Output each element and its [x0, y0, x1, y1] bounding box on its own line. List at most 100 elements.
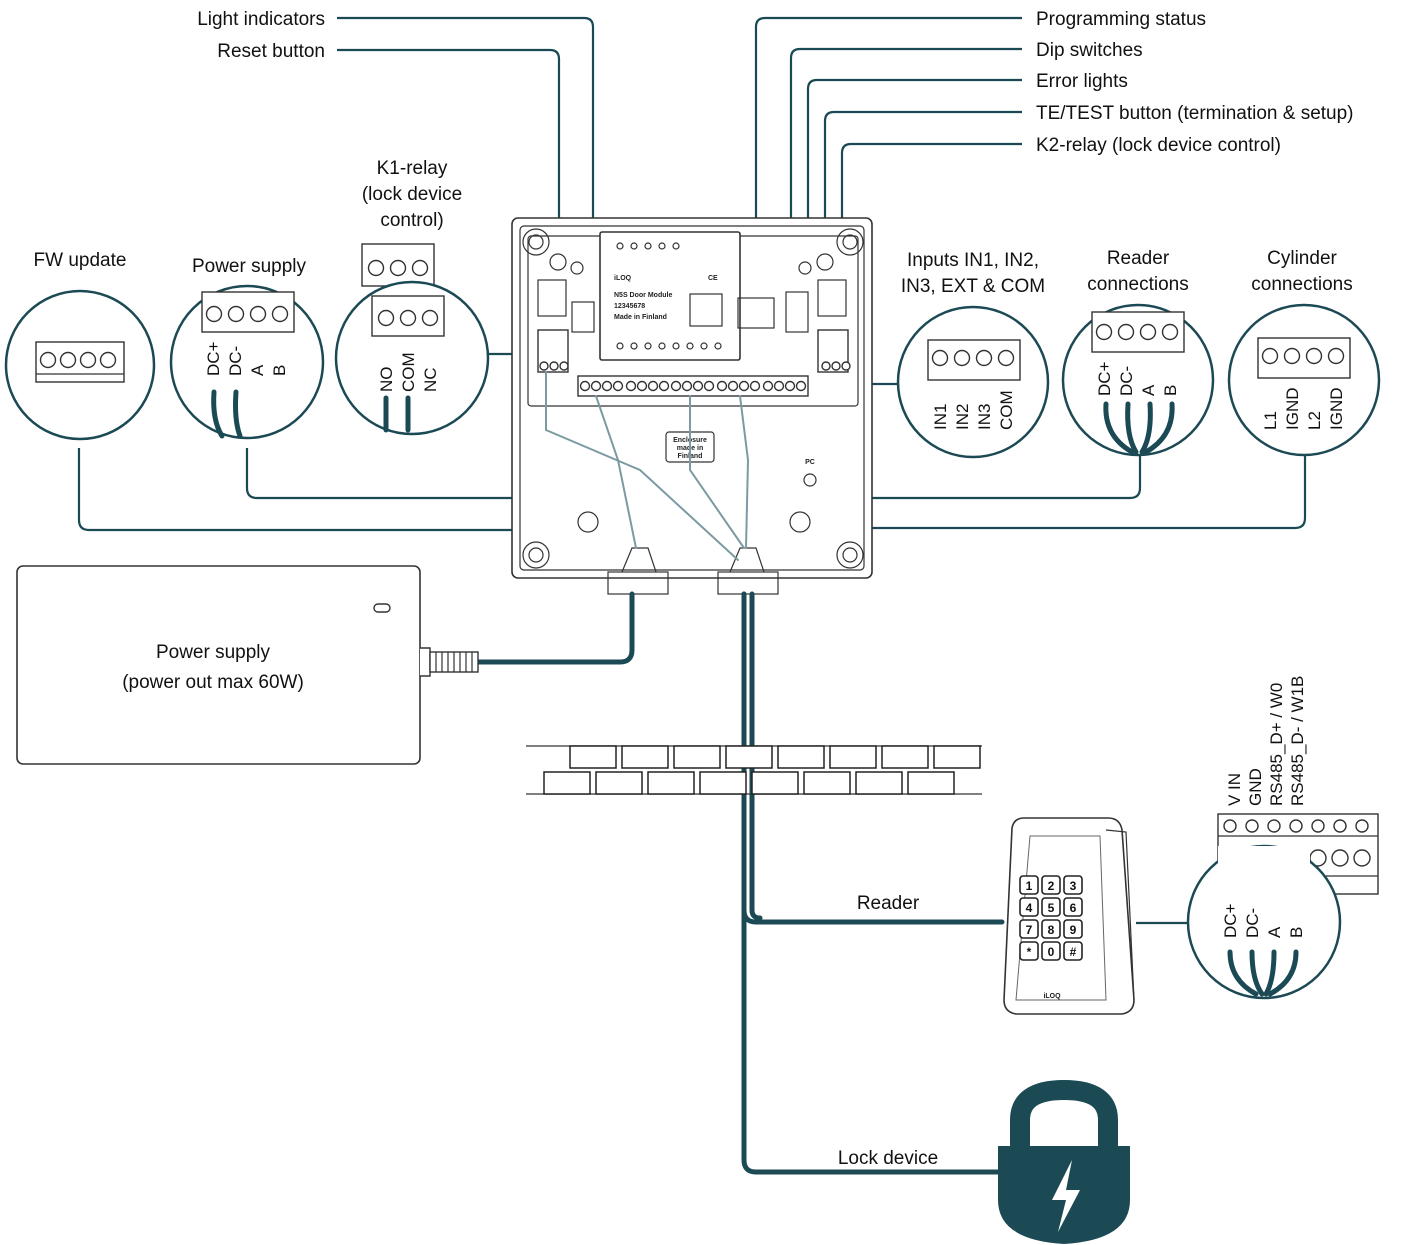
reader-conn-title-line-2: connections [1087, 274, 1188, 295]
inputs-title-line-2: IN3, EXT & COM [901, 276, 1045, 297]
k1-title-line-1: K1-relay [377, 158, 448, 179]
keypad-key-label: 5 [1048, 901, 1055, 915]
zoom-reader-wiring: DC+ DC- A B [1186, 844, 1342, 1000]
door-module: iLOQ CE N5S Door Module 12345678 Made in… [511, 217, 873, 595]
k1-title-line-2: (lock device [362, 184, 462, 205]
module-label-line-1: N5S Door Module [614, 292, 672, 299]
keypad-key-label: 6 [1070, 901, 1077, 915]
rc-pin-b: B [1161, 385, 1180, 396]
rw-pin-dc-plus: DC+ [1221, 903, 1240, 938]
keypad-key [1041, 875, 1061, 895]
power-adapter: Power supply (power out max 60W) [16, 565, 479, 765]
lightning-icon [1052, 1160, 1080, 1232]
terminal-screw [1289, 819, 1303, 833]
in-pin-in3: IN3 [975, 404, 994, 430]
wall [526, 745, 982, 795]
inputs-title-line-1: Inputs IN1, IN2, [907, 250, 1039, 271]
zoom-reader-connections: Reader connections DC+ DC- A B [1061, 248, 1215, 457]
keypad-key-label: 4 [1026, 901, 1033, 915]
keypad-key-label: # [1070, 945, 1077, 959]
keypad-key [1019, 941, 1039, 961]
callout-light-indicators: Light indicators [197, 9, 325, 30]
terminal-screw [1333, 819, 1347, 833]
ps-pin-b: B [270, 365, 289, 376]
power-adapter-line-1: Power supply [156, 642, 271, 663]
padlock-shackle-icon [1010, 1079, 1118, 1146]
keypad-key [1063, 919, 1083, 939]
zoom-cylinder-connections: Cylinder connections L1 IGND L2 IGND [1227, 248, 1381, 457]
ps-pin-a: A [248, 364, 267, 376]
terminal-screw [1311, 819, 1325, 833]
rw-pin-b: B [1287, 927, 1306, 938]
ps-pin-dc-plus: DC+ [204, 341, 223, 376]
cyl-title-line-2: connections [1251, 274, 1352, 295]
keypad-key [1019, 919, 1039, 939]
zoom-inputs: Inputs IN1, IN2, IN3, EXT & COM IN1 IN2 … [896, 250, 1050, 459]
rt-pin-vin: V IN [1225, 773, 1244, 806]
keypad-key [1041, 941, 1061, 961]
zoom-fw-update: FW update [4, 250, 156, 441]
rw-pin-dc-minus: DC- [1243, 908, 1262, 938]
keypad-key [1063, 897, 1083, 917]
cyl-pin-l1: L1 [1261, 411, 1280, 430]
callout-programming-status: Programming status [1036, 9, 1206, 30]
k1-pin-com: COM [399, 352, 418, 392]
rc-pin-dc-plus: DC+ [1095, 361, 1114, 396]
rt-pin-rs485-dminus: RS485_D- / W1B [1288, 676, 1307, 806]
terminal-screw [1267, 819, 1281, 833]
keypad-key-label: 0 [1048, 945, 1055, 959]
pc-label: PC [805, 459, 815, 466]
reader-device: Reader iLOQ [857, 817, 1135, 1015]
k1-pin-no: NO [377, 367, 396, 393]
module-brand: iLOQ [614, 275, 632, 282]
zoom-k1-relay: K1-relay (lock device control) NO COM NC [334, 158, 490, 436]
in-pin-in2: IN2 [953, 404, 972, 430]
power-supply-title: Power supply [192, 256, 307, 277]
keypad-key-label: 2 [1048, 879, 1055, 893]
reader-label: Reader [857, 893, 920, 914]
fw-update-title: FW update [34, 250, 127, 271]
keypad-key [1063, 941, 1083, 961]
callout-error-lights: Error lights [1036, 71, 1128, 92]
lock-device: Lock device [838, 1079, 1130, 1244]
rc-pin-dc-minus: DC- [1117, 366, 1136, 396]
keypad-key [1019, 875, 1039, 895]
callout-reset-button: Reset button [217, 41, 325, 62]
keypad-key [1041, 919, 1061, 939]
callout-te-test-button: TE/TEST button (termination & setup) [1036, 103, 1354, 124]
rc-pin-a: A [1139, 384, 1158, 396]
keypad-key [1019, 897, 1039, 917]
keypad-key-label: 3 [1070, 879, 1077, 893]
rt-pin-rs485-dplus: RS485_D+ / W0 [1267, 683, 1286, 806]
module-label-line-3: Made in Finland [614, 314, 667, 321]
k1-title-line-3: control) [380, 210, 443, 231]
k1-pin-nc: NC [421, 367, 440, 392]
lock-device-label: Lock device [838, 1148, 938, 1169]
external-cables [475, 591, 1007, 1175]
keypad-key [1041, 897, 1061, 917]
cyl-pin-ignd-2: IGND [1327, 388, 1346, 431]
keypad-key-label: 8 [1048, 923, 1055, 937]
keypad-key-label: * [1027, 945, 1032, 959]
module-ce: CE [708, 275, 718, 282]
keypad-key [1063, 875, 1083, 895]
internal-cables [545, 371, 750, 561]
callout-k2-relay: K2-relay (lock device control) [1036, 135, 1281, 156]
reader-brand: iLOQ [1043, 993, 1061, 1000]
terminal-screw [1353, 849, 1371, 867]
zoom-power-supply: Power supply DC+ DC- A B [169, 256, 325, 440]
terminal-screw [1223, 819, 1237, 833]
keypad-key-label: 7 [1026, 923, 1033, 937]
cyl-pin-ignd-1: IGND [1283, 388, 1302, 431]
module-leds [616, 242, 722, 350]
cyl-pin-l2: L2 [1305, 411, 1324, 430]
callout-dip-switches: Dip switches [1036, 40, 1143, 61]
terminal-screws [579, 380, 807, 392]
terminal-screw [1245, 819, 1259, 833]
power-adapter-line-2: (power out max 60W) [122, 672, 304, 693]
callout-leaders [337, 16, 1022, 352]
module-label-line-2: 12345678 [614, 303, 645, 310]
cyl-title-line-1: Cylinder [1267, 248, 1337, 269]
